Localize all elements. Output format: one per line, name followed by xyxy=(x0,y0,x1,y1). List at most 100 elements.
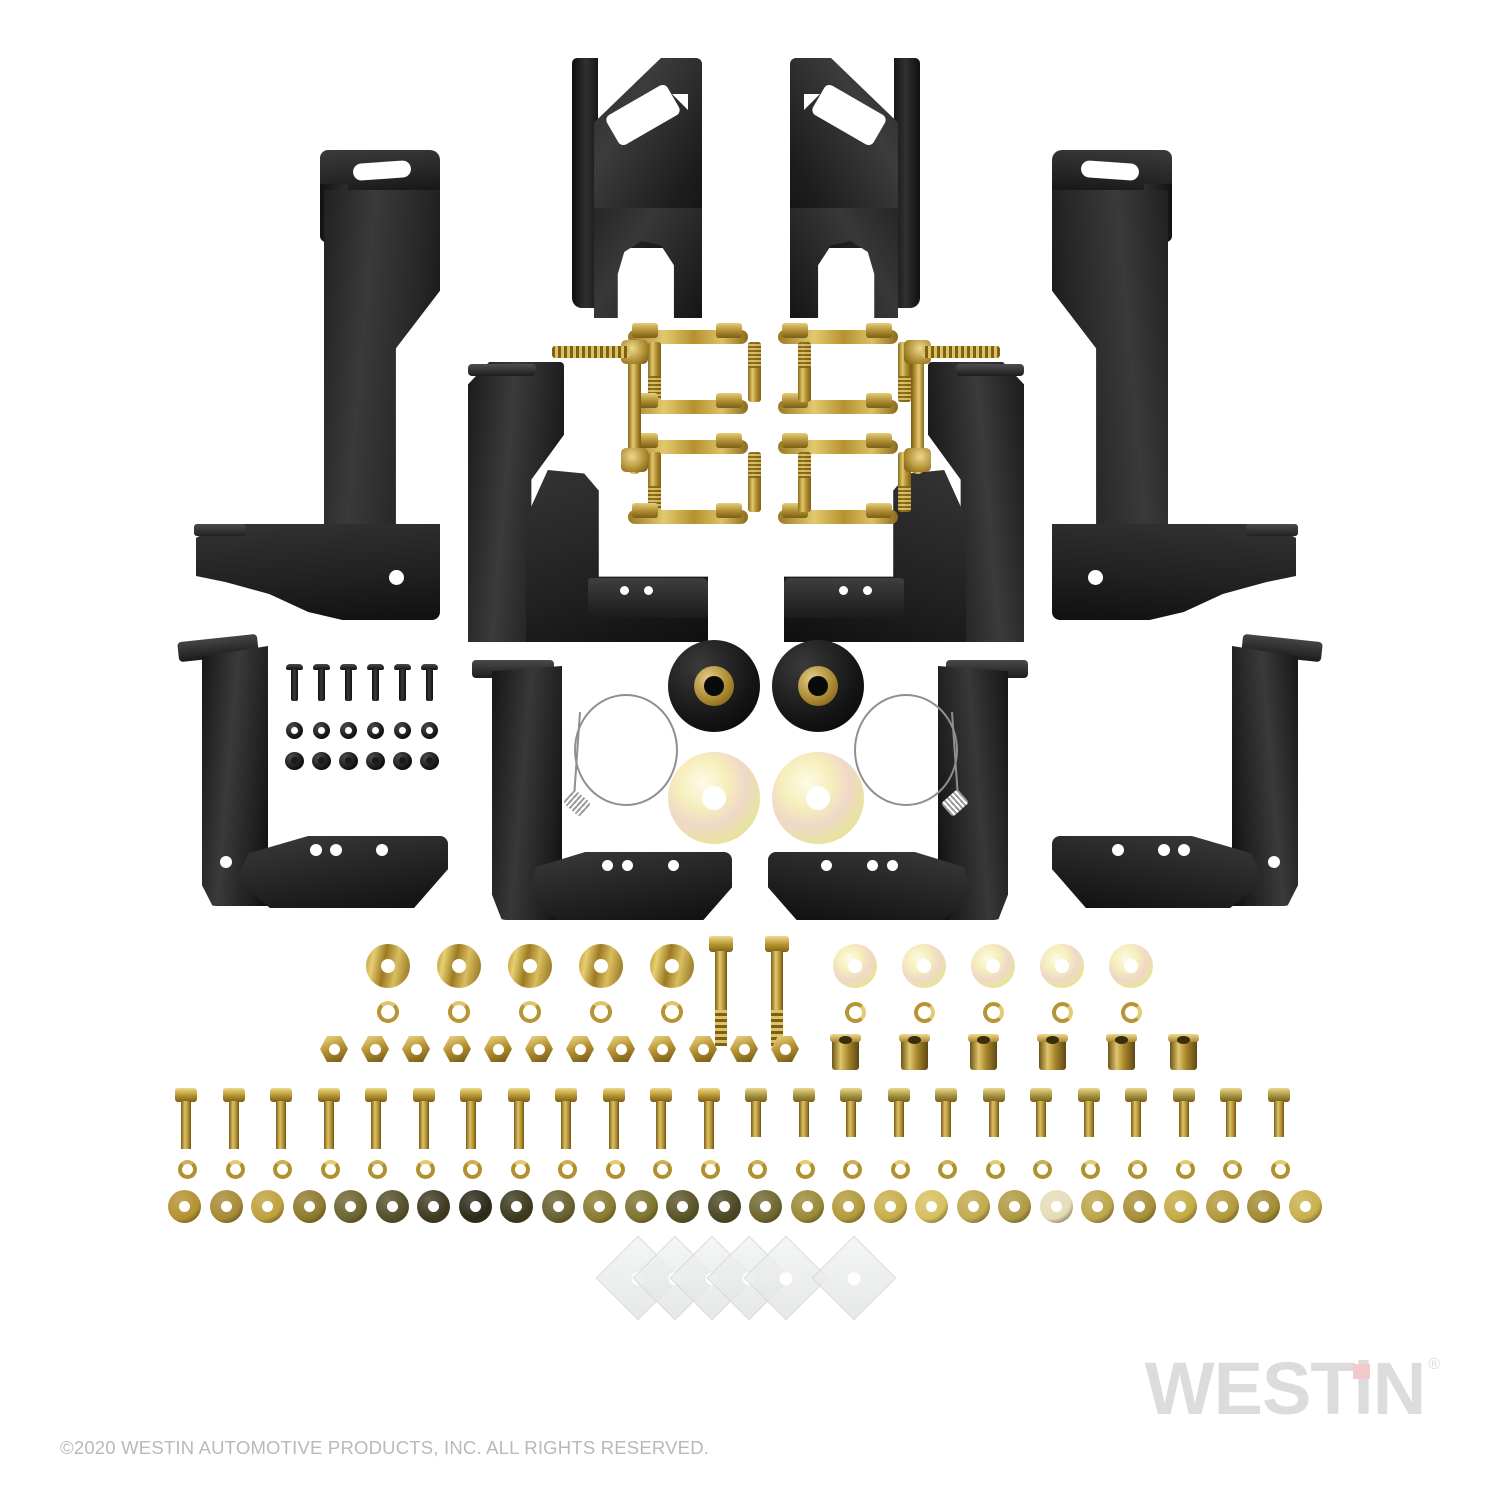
hex-bolt-head xyxy=(709,936,733,952)
part-flat-washer xyxy=(1081,1190,1114,1223)
part-carriage-plate xyxy=(778,342,898,414)
hole xyxy=(657,1044,668,1055)
hex-bolt-head xyxy=(1220,1088,1242,1102)
part-hex-bolt xyxy=(602,1088,625,1154)
part-flat-washer xyxy=(1205,1190,1239,1223)
hex-bolt-shank xyxy=(513,1101,524,1149)
hex-bolt-head xyxy=(460,1088,482,1102)
part-lock-washer xyxy=(415,1160,435,1179)
plate-nut-boss xyxy=(866,433,892,448)
part-hex-bolt xyxy=(887,1088,910,1154)
westin-logo: WESTiN ® xyxy=(1145,1352,1440,1426)
part-hex-bolt xyxy=(1220,1088,1242,1154)
hex-bolt-shank xyxy=(466,1101,476,1149)
hex-bolt-shank xyxy=(1131,1101,1141,1137)
part-flat-washer xyxy=(583,1190,616,1223)
hole xyxy=(1050,1201,1062,1212)
part-hex-bolt xyxy=(935,1088,957,1154)
part-hex-nut xyxy=(361,1036,389,1062)
hex-bolt-shank xyxy=(371,1101,381,1149)
part-foot-bracket-right xyxy=(1052,633,1323,908)
part-black-washer xyxy=(367,722,384,739)
hex-bolt-head xyxy=(935,1088,957,1102)
bolt-thread xyxy=(898,486,911,512)
part-wire-pull-tool-left xyxy=(556,694,678,818)
hole xyxy=(399,757,406,764)
hole xyxy=(345,1201,356,1212)
hole xyxy=(1055,959,1069,973)
part-button-bolt-shank xyxy=(426,669,433,701)
hole xyxy=(262,1201,273,1212)
part-med-washer xyxy=(437,944,481,988)
hole xyxy=(511,1201,522,1212)
part-button-bolt xyxy=(340,664,357,670)
part-black-washer xyxy=(313,722,330,739)
part-tall-bracket-right xyxy=(1052,150,1312,620)
hex-bolt-shank xyxy=(276,1101,286,1149)
hole xyxy=(1009,1201,1020,1212)
part-black-washer xyxy=(286,722,303,739)
hex-bolt-shank xyxy=(988,1101,999,1137)
part-med-washer xyxy=(579,944,623,988)
hex-bolt-shank xyxy=(1036,1101,1046,1137)
part-flat-washer xyxy=(500,1190,533,1223)
hex-bolt-head xyxy=(887,1088,910,1102)
part-side-stud-plate xyxy=(552,340,652,474)
hole xyxy=(291,757,298,764)
part-hex-bolt xyxy=(460,1088,482,1154)
hex-bolt-shank xyxy=(608,1101,619,1149)
part-hex-bolt xyxy=(222,1088,245,1154)
hole xyxy=(452,1044,463,1055)
part-flat-washer xyxy=(168,1190,201,1223)
part-lock-washer xyxy=(320,1160,340,1179)
hole xyxy=(291,727,298,734)
stud-plate-boss xyxy=(904,448,931,472)
part-flat-washer xyxy=(209,1190,243,1223)
hole xyxy=(1216,1201,1228,1212)
part-large-washer-2 xyxy=(772,752,864,844)
part-lock-washer xyxy=(510,1160,530,1179)
part-hex-bolt xyxy=(745,1088,767,1154)
plate-nut-boss xyxy=(866,323,892,338)
hole xyxy=(399,727,406,734)
part-notch-bracket-right xyxy=(790,58,920,308)
hex-bolt-shank xyxy=(418,1101,429,1149)
bolt-thread xyxy=(748,452,761,478)
hole xyxy=(493,1044,504,1055)
hole xyxy=(635,1201,647,1212)
hex-bolt-shank xyxy=(656,1101,666,1149)
hex-bolt-head xyxy=(650,1088,672,1102)
part-button-bolt-shank xyxy=(372,669,379,701)
stud-plate-bar xyxy=(628,340,641,474)
part-flat-washer xyxy=(375,1190,409,1223)
hole xyxy=(303,1201,315,1212)
hole xyxy=(1175,1201,1186,1212)
part-flat-washer xyxy=(873,1190,907,1223)
part-notch-bracket-left xyxy=(572,58,702,318)
part-lock-washer xyxy=(700,1160,720,1179)
part-carriage-plate xyxy=(628,323,748,402)
hole xyxy=(884,1201,896,1212)
part-flat-washer xyxy=(832,1190,865,1223)
hole xyxy=(1133,1201,1145,1212)
part-rivet-nut xyxy=(1037,1034,1068,1070)
stud-bolt xyxy=(552,346,630,358)
plate-nut-boss xyxy=(716,503,742,518)
part-hex-nut xyxy=(320,1036,348,1062)
hex-bolt-shank xyxy=(1273,1101,1284,1137)
hex-bolt-thread xyxy=(715,1010,727,1046)
hole xyxy=(552,1201,564,1212)
part-split-washer xyxy=(914,1002,935,1023)
hex-bolt-head xyxy=(697,1088,720,1102)
hex-bolt-head xyxy=(222,1088,245,1102)
hex-bolt-head xyxy=(507,1088,530,1102)
part-irid-washer xyxy=(902,944,946,988)
part-lock-washer xyxy=(938,1160,957,1179)
hex-bolt-shank xyxy=(323,1101,334,1149)
part-hex-nut xyxy=(648,1036,676,1062)
part-lock-washer xyxy=(890,1160,910,1179)
part-hex-bolt xyxy=(1267,1088,1290,1154)
part-split-washer xyxy=(590,1001,612,1023)
hole xyxy=(677,1201,688,1212)
part-split-washer xyxy=(519,1001,541,1023)
